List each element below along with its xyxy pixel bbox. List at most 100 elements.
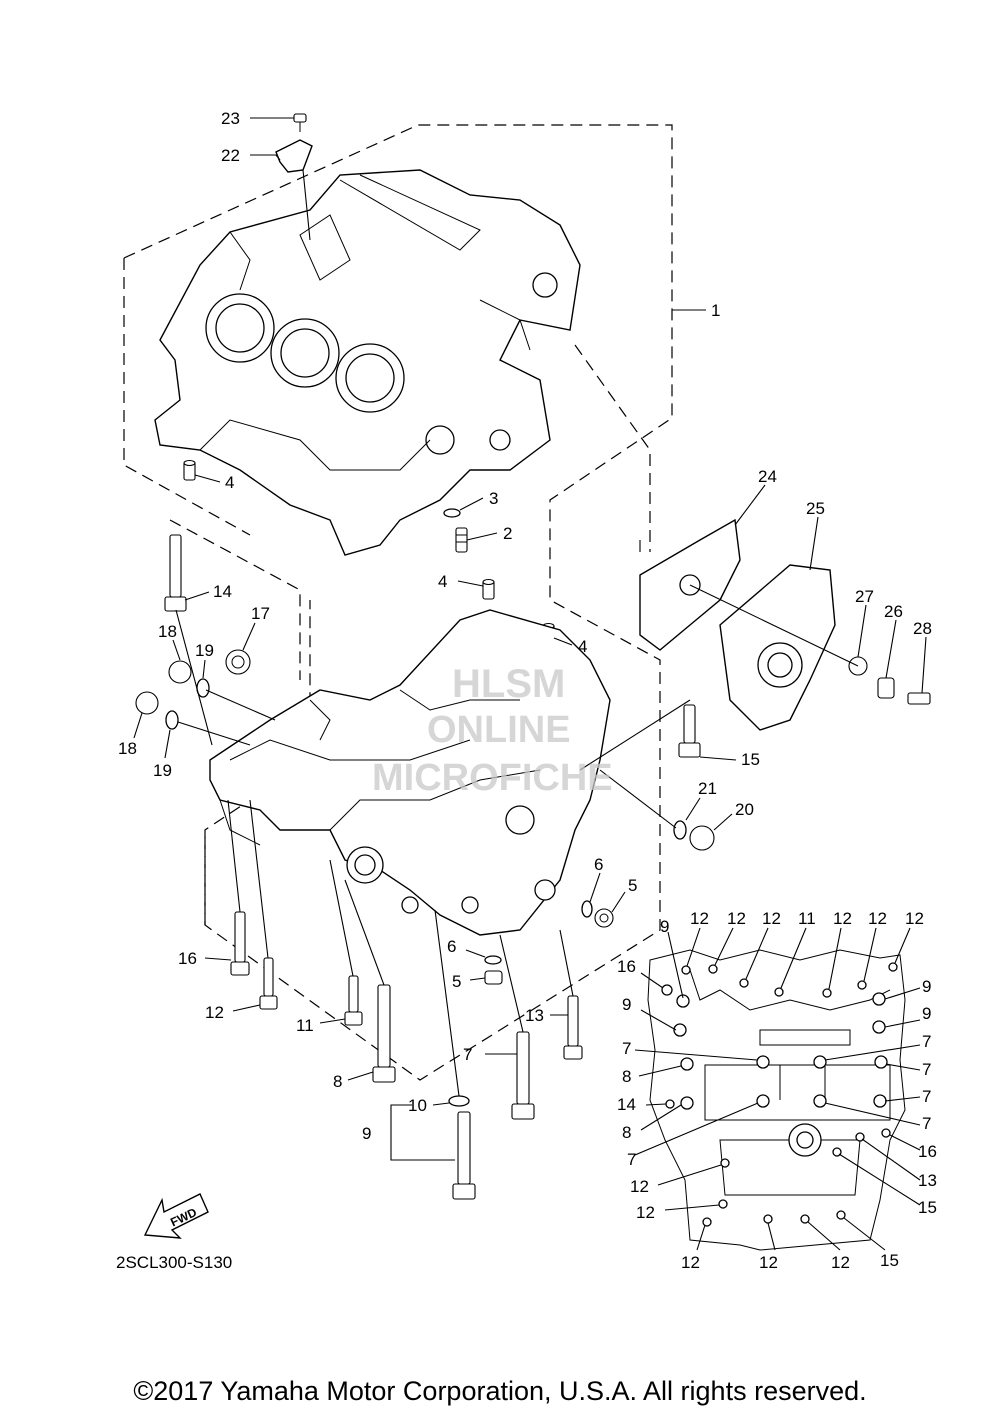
inset-callouts-top: 9 12 12 12 11 12 12 12 [660, 909, 924, 936]
copyright-notice: ©2017 Yamaha Motor Corporation, U.S.A. A… [133, 1376, 867, 1406]
bolt-part-11[interactable] [344, 975, 363, 1026]
bolt-part-12[interactable] [259, 957, 278, 1010]
svg-text:13: 13 [918, 1171, 937, 1190]
bolt-part-8[interactable] [372, 984, 396, 1083]
svg-text:12: 12 [681, 1253, 700, 1272]
svg-text:24: 24 [758, 467, 777, 486]
callout-21: 21 [685, 779, 717, 821]
o-ring-part-10[interactable] [448, 1095, 470, 1107]
svg-text:26: 26 [884, 602, 903, 621]
svg-text:8: 8 [622, 1067, 631, 1086]
callout-28: 28 [913, 619, 932, 694]
svg-text:8: 8 [333, 1072, 342, 1091]
plug-part-5-b[interactable] [594, 908, 614, 928]
svg-text:22: 22 [221, 146, 240, 165]
callout-19-a: 19 [195, 641, 214, 679]
svg-text:16: 16 [617, 957, 636, 976]
callout-7: 7 [463, 1045, 517, 1064]
inset-callouts-right: 9 9 7 7 7 7 16 13 15 15 [880, 977, 937, 1270]
bolt-part-28[interactable] [907, 692, 931, 705]
svg-text:1: 1 [711, 301, 720, 320]
bolt-part-9[interactable] [452, 1111, 476, 1200]
svg-text:14: 14 [213, 582, 232, 601]
callout-4-a: 4 [194, 473, 234, 492]
callout-26: 26 [884, 602, 903, 679]
svg-text:12: 12 [630, 1177, 649, 1196]
callout-18-a: 18 [158, 622, 181, 661]
o-ring-part-19-b[interactable] [165, 710, 179, 730]
plug-part-5-a[interactable] [484, 970, 503, 985]
callout-8: 8 [333, 1071, 374, 1091]
svg-text:9: 9 [660, 917, 669, 936]
inset-bolt-holes [661, 962, 898, 1227]
svg-text:14: 14 [617, 1095, 636, 1114]
svg-text:12: 12 [727, 909, 746, 928]
svg-text:16: 16 [918, 1142, 937, 1161]
svg-text:7: 7 [922, 1032, 931, 1051]
svg-text:7: 7 [627, 1150, 636, 1169]
inset-callouts-left: 16 9 7 8 14 8 7 12 12 12 [617, 957, 700, 1272]
svg-text:19: 19 [195, 641, 214, 660]
svg-text:19: 19 [153, 761, 172, 780]
svg-text:27: 27 [855, 587, 874, 606]
svg-text:9: 9 [922, 977, 931, 996]
watermark: HLSM ONLINE MICROFICHE [372, 662, 613, 799]
oil-jet-part-2[interactable] [455, 527, 468, 553]
svg-text:12: 12 [831, 1253, 850, 1272]
oil-seal-part-17[interactable] [225, 649, 251, 675]
fwd-arrow-icon: FWD [143, 1193, 209, 1239]
svg-text:5: 5 [452, 972, 461, 991]
lower-crankcase[interactable] [209, 609, 611, 936]
bracket-part-22[interactable] [275, 139, 313, 173]
o-ring-part-3[interactable] [443, 508, 461, 518]
bolt-part-15[interactable] [678, 704, 701, 758]
svg-text:15: 15 [741, 750, 760, 769]
svg-text:12: 12 [762, 909, 781, 928]
bolt-part-23[interactable] [293, 113, 307, 132]
bolt-part-13[interactable] [563, 995, 583, 1060]
plug-part-20[interactable] [689, 825, 715, 851]
bolt-part-14[interactable] [164, 534, 187, 612]
svg-text:17: 17 [251, 604, 270, 623]
inset-callouts-bottom: 12 12 12 [759, 1253, 850, 1272]
o-ring-part-21[interactable] [673, 820, 687, 840]
svg-text:21: 21 [698, 779, 717, 798]
svg-text:11: 11 [798, 909, 816, 928]
bolt-guide-lines [175, 609, 691, 1097]
dowel-pin-part-4-a[interactable] [183, 459, 196, 481]
callout-10: 10 [408, 1096, 450, 1115]
svg-text:15: 15 [918, 1198, 937, 1217]
callout-3: 3 [459, 489, 498, 511]
svg-text:4: 4 [438, 572, 447, 591]
upper-crankcase[interactable] [154, 169, 581, 556]
plug-part-18-a[interactable] [168, 660, 192, 684]
svg-text:18: 18 [118, 739, 137, 758]
cover-part-25[interactable] [719, 564, 836, 731]
callout-27: 27 [855, 587, 874, 658]
callout-15: 15 [699, 750, 760, 769]
svg-text:12: 12 [905, 909, 924, 928]
o-ring-part-6-b[interactable] [581, 900, 593, 918]
callout-6-a: 6 [447, 937, 486, 958]
callout-4-b: 4 [438, 572, 484, 591]
callout-13: 13 [525, 1006, 568, 1025]
bolt-part-7[interactable] [511, 1031, 535, 1120]
svg-text:16: 16 [178, 949, 197, 968]
plug-part-18-b[interactable] [135, 691, 159, 715]
svg-text:9: 9 [362, 1124, 371, 1143]
o-ring-part-6-a[interactable] [484, 955, 502, 965]
svg-text:8: 8 [622, 1123, 631, 1142]
dowel-pin-part-4-b[interactable] [482, 578, 495, 600]
svg-text:23: 23 [221, 109, 240, 128]
svg-text:7: 7 [922, 1060, 931, 1079]
callout-25: 25 [806, 499, 825, 571]
callout-1: 1 [672, 301, 720, 320]
bolt-part-16[interactable] [230, 911, 250, 976]
collar-part-26[interactable] [877, 677, 895, 699]
svg-text:9: 9 [922, 1004, 931, 1023]
svg-text:12: 12 [690, 909, 709, 928]
svg-text:12: 12 [868, 909, 887, 928]
callout-18-b: 18 [118, 712, 143, 758]
svg-text:9: 9 [622, 995, 631, 1014]
